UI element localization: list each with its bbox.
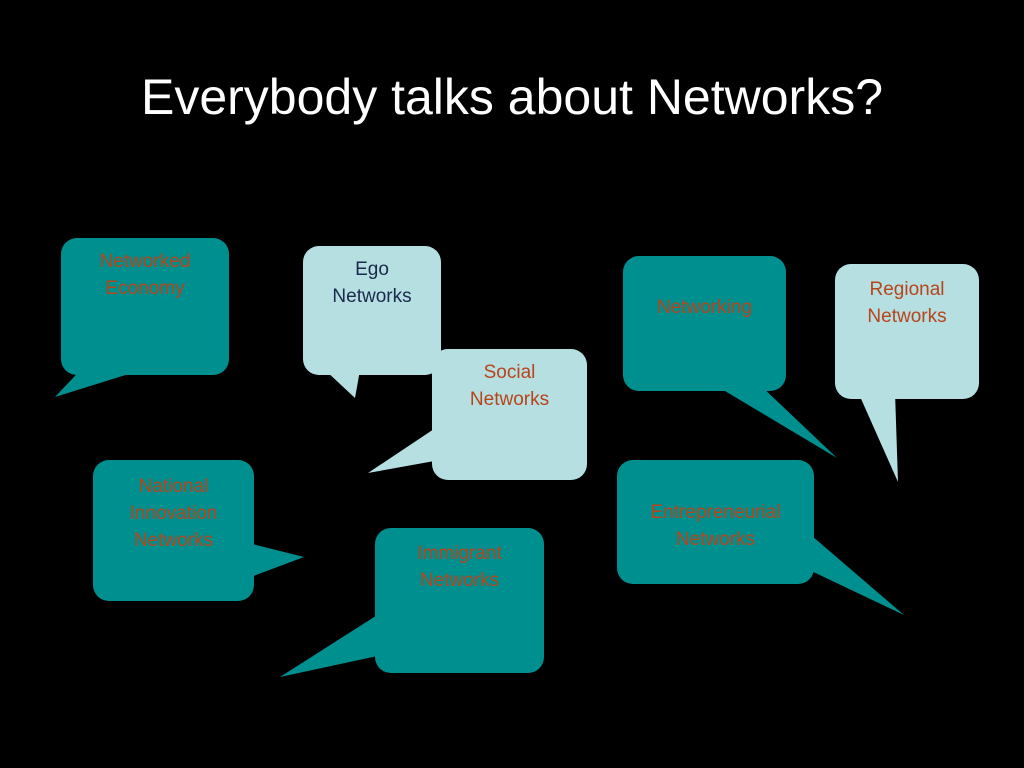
bubble-networking: Networking (623, 256, 786, 391)
bubble-label-entrepreneurial: Entrepreneurial Networks (650, 502, 781, 550)
bubble-label-national-innovation: National Innovation Networks (129, 476, 218, 551)
bubble-label-networking: Networking (656, 297, 753, 318)
tail-networking (715, 385, 837, 458)
tail-national-innovation (248, 543, 304, 578)
bubble-networked-economy: Networked Economy (61, 238, 229, 375)
tail-social-networks (368, 425, 440, 473)
slide-title: Everybody talks about Networks? (140, 69, 884, 125)
bubble-ego-networks: Ego Networks (303, 246, 441, 375)
bubble-label-immigrant-networks: Immigrant Networks (417, 543, 502, 591)
bubble-entrepreneurial-networks: Entrepreneurial Networks (617, 460, 814, 584)
bubble-label-social-networks: Social Networks (469, 362, 550, 410)
bubble-regional-networks: Regional Networks (835, 264, 979, 399)
tail-immigrant-networks (280, 612, 382, 677)
bubble-label-regional-networks: Regional Networks (867, 279, 947, 327)
tail-entrepreneurial (805, 530, 904, 615)
bubble-label-ego-networks: Ego Networks (332, 259, 412, 307)
bubble-social-networks: Social Networks (432, 349, 587, 480)
tail-regional-networks (858, 392, 898, 482)
bubble-national-innovation-networks: National Innovation Networks (93, 460, 254, 601)
tail-ego-networks (325, 370, 360, 398)
bubble-immigrant-networks: Immigrant Networks (375, 528, 544, 673)
bubble-label-networked-economy: Networked Economy (99, 251, 191, 299)
